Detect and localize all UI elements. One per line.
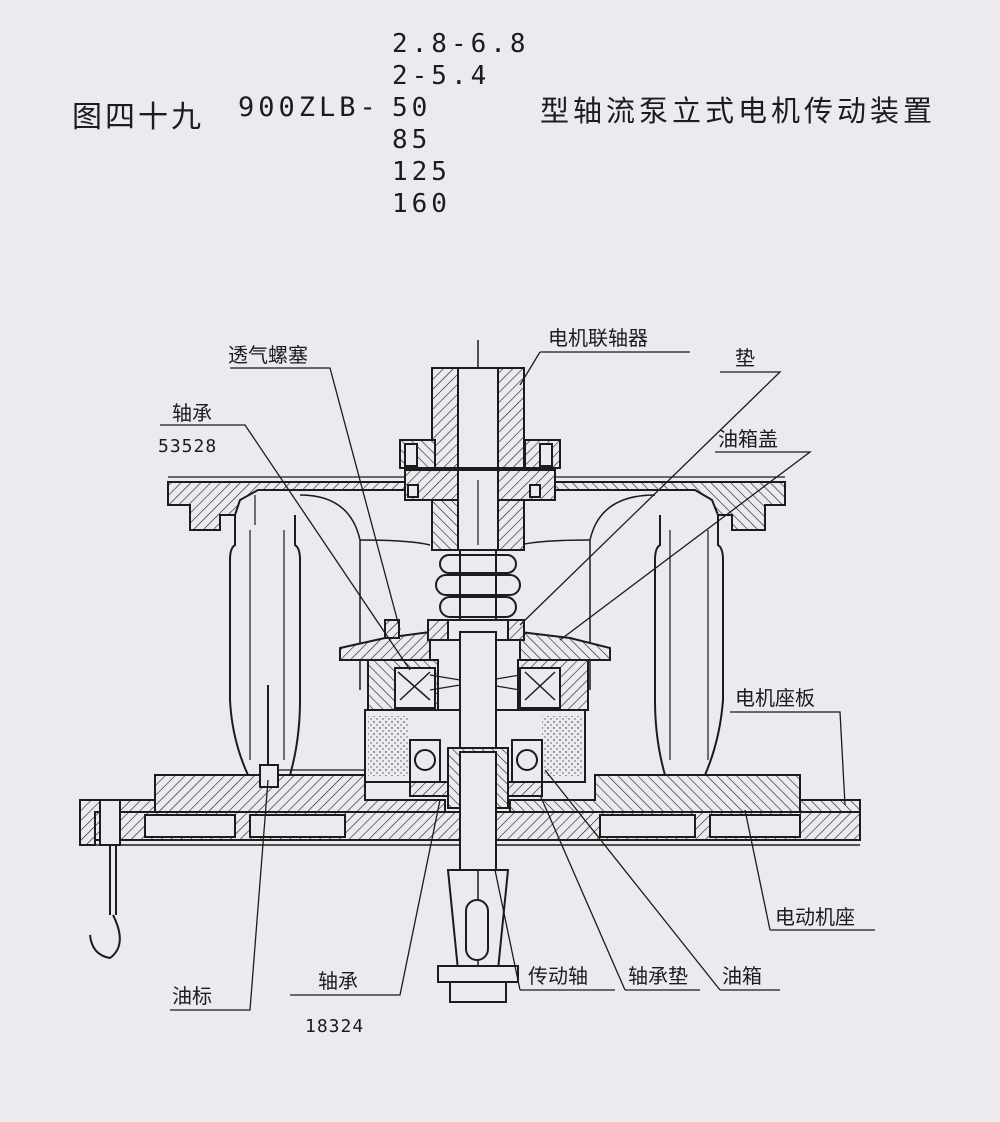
label-bearing-pad: 轴承垫 (628, 964, 688, 988)
label-oil-tank: 油箱 (722, 964, 762, 988)
label-bearing-bottom-code: 18324 (305, 1016, 364, 1037)
drive-shaft (437, 631, 519, 1003)
oil-tank-assembly (339, 619, 611, 797)
flexible-element (435, 550, 521, 620)
variant-6: 160 (392, 189, 451, 219)
figure-number: 图四十九 (72, 100, 204, 135)
label-bearing-bottom: 轴承 (318, 969, 358, 993)
label-breather-plug: 透气螺塞 (228, 343, 308, 367)
variant-5: 125 (392, 157, 451, 187)
left-column (229, 515, 301, 776)
top-flange-right (519, 481, 786, 531)
leader-lines (160, 351, 875, 1011)
oil-tank-cover (339, 630, 431, 661)
model-variants: 2.8-6.8 2-5.4 50 85 125 160 (392, 28, 530, 220)
variant-3: 50 (392, 93, 432, 123)
oil-gauge (259, 685, 365, 788)
lifting-hook (89, 799, 121, 960)
variant-4: 85 (392, 125, 432, 155)
variant-2: 2-5.4 (392, 61, 491, 91)
figure-title: 型轴流泵立式电机传动装置 (540, 94, 937, 128)
motor-coupling (399, 340, 561, 551)
variant-1: 2.8-6.8 (392, 29, 530, 59)
pump-model: 900ZLB- (238, 92, 380, 123)
label-oil-tank-cover: 油箱盖 (718, 427, 778, 451)
right-column (654, 515, 724, 776)
label-bearing-top: 轴承 (172, 401, 212, 425)
label-bearing-top-code: 53528 (158, 436, 217, 457)
label-oil-gauge: 油标 (172, 984, 212, 1008)
label-gasket: 垫 (735, 346, 755, 370)
label-motor-coupling: 电机联轴器 (548, 326, 648, 350)
label-motor-seat: 电动机座 (775, 905, 855, 929)
label-motor-base-plate: 电机座板 (735, 686, 815, 710)
top-flange (167, 481, 446, 531)
label-drive-shaft: 传动轴 (528, 964, 588, 988)
